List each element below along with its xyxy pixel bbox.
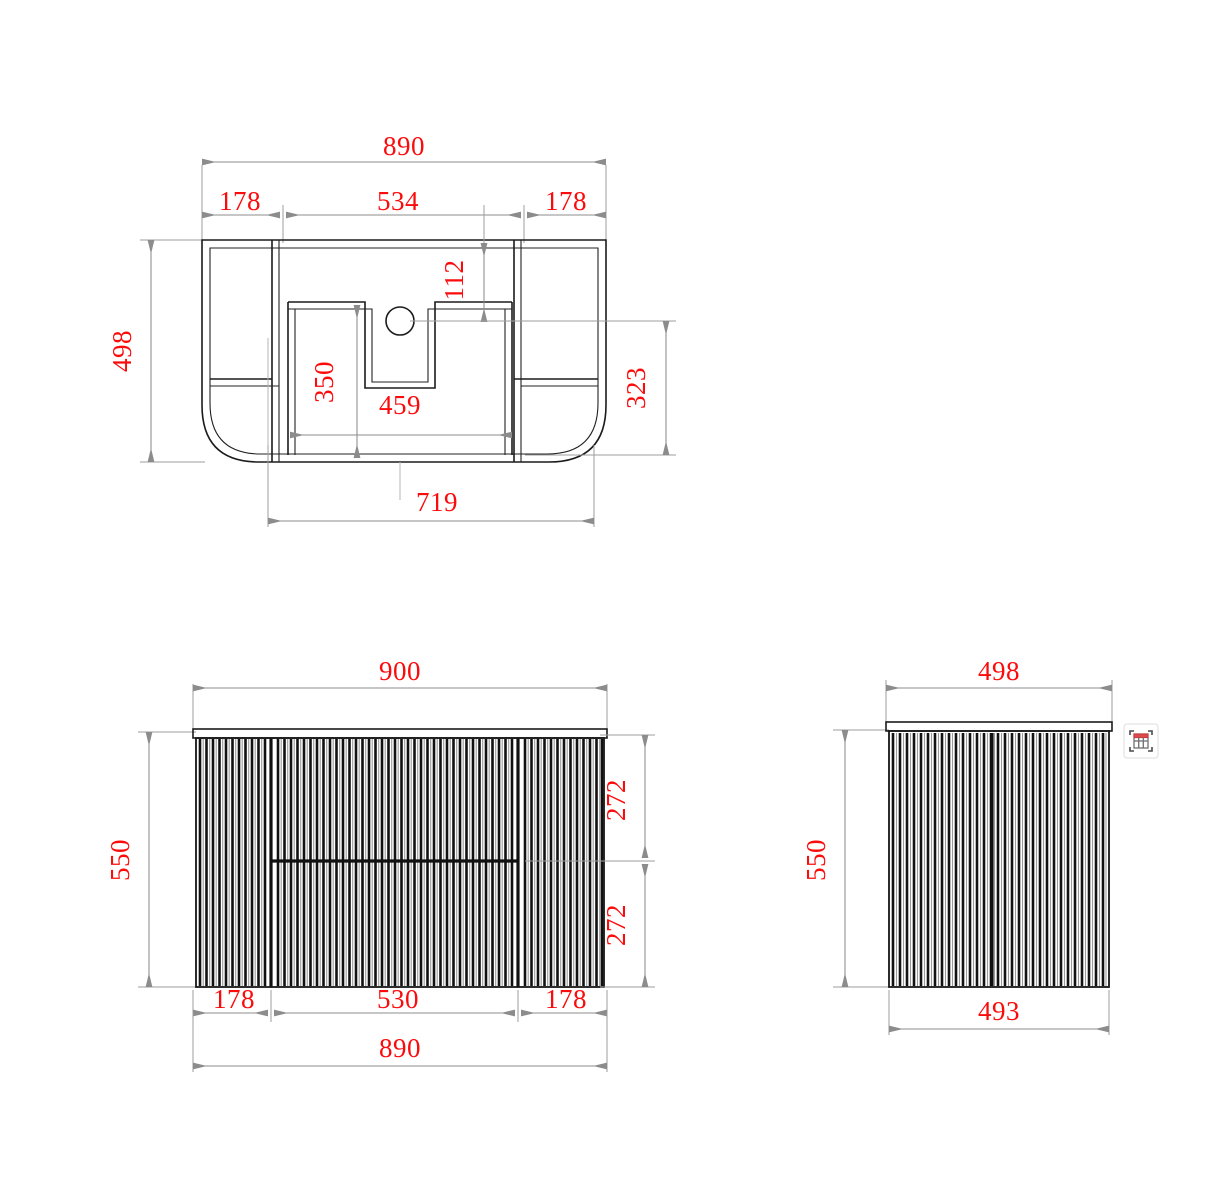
dimension-side-body-depth: 493: [888, 990, 1110, 1035]
dimension-label: 719: [416, 487, 458, 517]
dimension-label: 350: [309, 361, 339, 403]
top-view: 890 178 534 178 498: [107, 131, 676, 527]
dimension-label: 178: [545, 984, 587, 1014]
dimension-label: 498: [978, 656, 1020, 686]
front-view-geometry: [192, 728, 608, 988]
dimension-top-inner-depth: 323: [410, 320, 676, 456]
countertop-slab-side: [885, 721, 1113, 732]
dimension-top-overall-depth: 498: [107, 239, 205, 463]
table-scan-icon[interactable]: [1123, 723, 1159, 759]
dimension-label: 550: [105, 839, 135, 881]
fluted-slat-pattern-side: [891, 733, 1107, 986]
dimension-top-basin-depth: 350: [309, 305, 361, 458]
dimension-label: 459: [379, 390, 421, 420]
dimension-side-height: 550: [801, 729, 889, 988]
dimension-label: 112: [439, 260, 469, 301]
dimension-front-drawers: 272 272: [525, 734, 655, 988]
front-view: 900 550: [105, 656, 655, 1072]
basin-drain-hole: [385, 306, 415, 336]
countertop-slab: [192, 728, 608, 739]
dimension-label: 550: [801, 839, 831, 881]
dimension-top-carcass-width: 719: [267, 445, 595, 527]
dimension-side-top-depth: 498: [885, 656, 1113, 730]
dimension-front-body-width: 890: [192, 1013, 608, 1072]
dimension-label: 900: [379, 656, 421, 686]
dimension-label: 272: [601, 779, 631, 821]
dimension-front-segments: 178 530 178: [192, 984, 608, 1022]
dimension-front-height: 550: [105, 731, 196, 988]
dimension-top-overall-width: 890: [201, 131, 607, 240]
dimension-label: 178: [545, 186, 587, 216]
top-view-geometry: [201, 239, 607, 500]
dimension-front-top-width: 900: [192, 656, 608, 735]
dimension-top-basin-offset: 112: [439, 205, 488, 322]
side-view-geometry: [885, 721, 1113, 988]
dimension-label: 323: [621, 367, 651, 409]
dimension-label: 890: [379, 1033, 421, 1063]
dimension-label: 272: [601, 904, 631, 946]
dimension-label: 178: [213, 984, 255, 1014]
dimension-label: 534: [377, 186, 419, 216]
side-view: 498 550: [801, 656, 1159, 1035]
dimension-label: 530: [377, 984, 419, 1014]
dimension-label: 178: [219, 186, 261, 216]
dimension-top-segments: 178 534 178: [201, 186, 607, 243]
dimension-label: 493: [978, 996, 1020, 1026]
dimension-label: 498: [107, 330, 137, 372]
dimension-label: 890: [383, 131, 425, 161]
dimension-top-basin-width: 459: [290, 390, 512, 439]
